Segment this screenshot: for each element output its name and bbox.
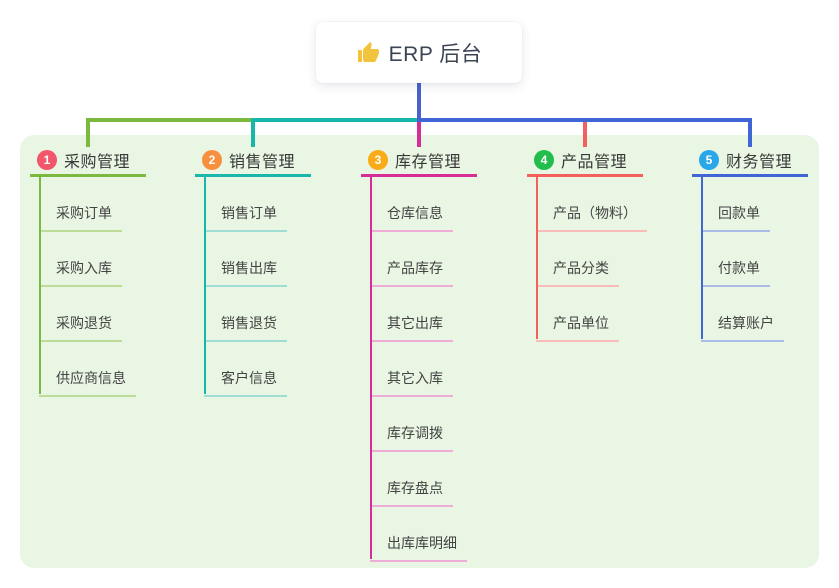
child-node[interactable]: 销售出库 — [204, 258, 287, 287]
child-node-row: 产品库存 — [361, 232, 477, 287]
child-node-row: 采购入库 — [30, 232, 146, 287]
branch-node[interactable]: 1 采购管理 — [30, 146, 146, 177]
child-node[interactable]: 库存调拨 — [370, 423, 453, 452]
branch-children: 仓库信息产品库存其它出库其它入库库存调拨库存盘点出库库明细 — [361, 177, 477, 562]
child-node[interactable]: 回款单 — [701, 203, 770, 232]
child-node-row: 销售订单 — [195, 177, 311, 232]
child-node-row: 仓库信息 — [361, 177, 477, 232]
branch-node[interactable]: 4 产品管理 — [527, 146, 643, 177]
branch-trunk-line — [204, 177, 206, 394]
child-node[interactable]: 付款单 — [701, 258, 770, 287]
mindmap-canvas — [20, 135, 819, 568]
child-node-row: 库存调拨 — [361, 397, 477, 452]
child-node-row: 供应商信息 — [30, 342, 146, 397]
connector-root-vertical — [417, 83, 421, 122]
branch-column-3: 3 库存管理 仓库信息产品库存其它出库其它入库库存调拨库存盘点出库库明细 — [361, 146, 477, 562]
child-node-row: 销售退货 — [195, 287, 311, 342]
child-node[interactable]: 库存盘点 — [370, 478, 453, 507]
branch-label: 库存管理 — [395, 154, 462, 171]
branch-number-badge: 1 — [37, 150, 57, 170]
child-node-row: 采购订单 — [30, 177, 146, 232]
child-node[interactable]: 出库库明细 — [370, 533, 467, 562]
child-node-row: 结算账户 — [692, 287, 808, 342]
branch-trunk-line — [701, 177, 703, 339]
child-node[interactable]: 产品库存 — [370, 258, 453, 287]
connector-branch-drop-3 — [417, 120, 421, 147]
child-node[interactable]: 其它出库 — [370, 313, 453, 342]
branch-column-1: 1 采购管理 采购订单采购入库采购退货供应商信息 — [30, 146, 146, 397]
child-node[interactable]: 采购入库 — [39, 258, 122, 287]
connector-branch-horizontal-5 — [417, 118, 752, 122]
connector-branch-drop-1 — [86, 120, 90, 147]
root-title: ERP 后台 — [388, 42, 483, 66]
child-node[interactable]: 其它入库 — [370, 368, 453, 397]
branch-label: 财务管理 — [726, 154, 793, 171]
child-node[interactable]: 结算账户 — [701, 313, 784, 342]
child-node-row: 产品单位 — [527, 287, 643, 342]
child-node[interactable]: 销售退货 — [204, 313, 287, 342]
branch-label: 销售管理 — [229, 154, 296, 171]
branch-label: 产品管理 — [561, 154, 628, 171]
child-node[interactable]: 采购退货 — [39, 313, 122, 342]
branch-trunk-line — [39, 177, 41, 394]
child-node-row: 客户信息 — [195, 342, 311, 397]
branch-node[interactable]: 2 销售管理 — [195, 146, 311, 177]
child-node-row: 销售出库 — [195, 232, 311, 287]
branch-column-2: 2 销售管理 销售订单销售出库销售退货客户信息 — [195, 146, 311, 397]
branch-column-4: 4 产品管理 产品（物料） 产品分类产品单位 — [527, 146, 647, 342]
connector-branch-drop-5 — [748, 120, 752, 147]
child-node-row: 付款单 — [692, 232, 808, 287]
branch-column-5: 5 财务管理 回款单付款单结算账户 — [692, 146, 808, 342]
child-node[interactable]: 销售订单 — [204, 203, 287, 232]
branch-trunk-line — [536, 177, 538, 339]
child-node-row: 其它出库 — [361, 287, 477, 342]
connector-branch-horizontal-2 — [251, 118, 421, 122]
child-node[interactable]: 产品分类 — [536, 258, 619, 287]
child-node-row: 产品分类 — [527, 232, 643, 287]
branch-children: 销售订单销售出库销售退货客户信息 — [195, 177, 311, 397]
branch-number-badge: 2 — [202, 150, 222, 170]
branch-label: 采购管理 — [64, 154, 131, 171]
child-node-row: 回款单 — [692, 177, 808, 232]
connector-branch-drop-2 — [251, 120, 255, 147]
child-node-row: 产品（物料） — [527, 177, 647, 232]
branch-children: 回款单付款单结算账户 — [692, 177, 808, 342]
branch-children: 产品（物料） 产品分类产品单位 — [527, 177, 647, 342]
connector-branch-drop-4 — [583, 120, 587, 147]
child-node[interactable]: 仓库信息 — [370, 203, 453, 232]
branch-number-badge: 4 — [534, 150, 554, 170]
child-node-row: 采购退货 — [30, 287, 146, 342]
thumbs-up-icon — [356, 41, 380, 65]
branch-trunk-line — [370, 177, 372, 559]
branch-number-badge: 3 — [368, 150, 388, 170]
child-node[interactable]: 采购订单 — [39, 203, 122, 232]
branch-node[interactable]: 5 财务管理 — [692, 146, 808, 177]
branch-number-badge: 5 — [699, 150, 719, 170]
child-node[interactable]: 客户信息 — [204, 368, 287, 397]
child-node-row: 库存盘点 — [361, 452, 477, 507]
child-node-row: 出库库明细 — [361, 507, 477, 562]
child-node[interactable]: 产品（物料） — [536, 203, 647, 232]
branch-node[interactable]: 3 库存管理 — [361, 146, 477, 177]
branch-children: 采购订单采购入库采购退货供应商信息 — [30, 177, 146, 397]
child-node-row: 其它入库 — [361, 342, 477, 397]
child-node[interactable]: 供应商信息 — [39, 368, 136, 397]
child-node[interactable]: 产品单位 — [536, 313, 619, 342]
root-node[interactable]: ERP 后台 — [316, 22, 522, 83]
